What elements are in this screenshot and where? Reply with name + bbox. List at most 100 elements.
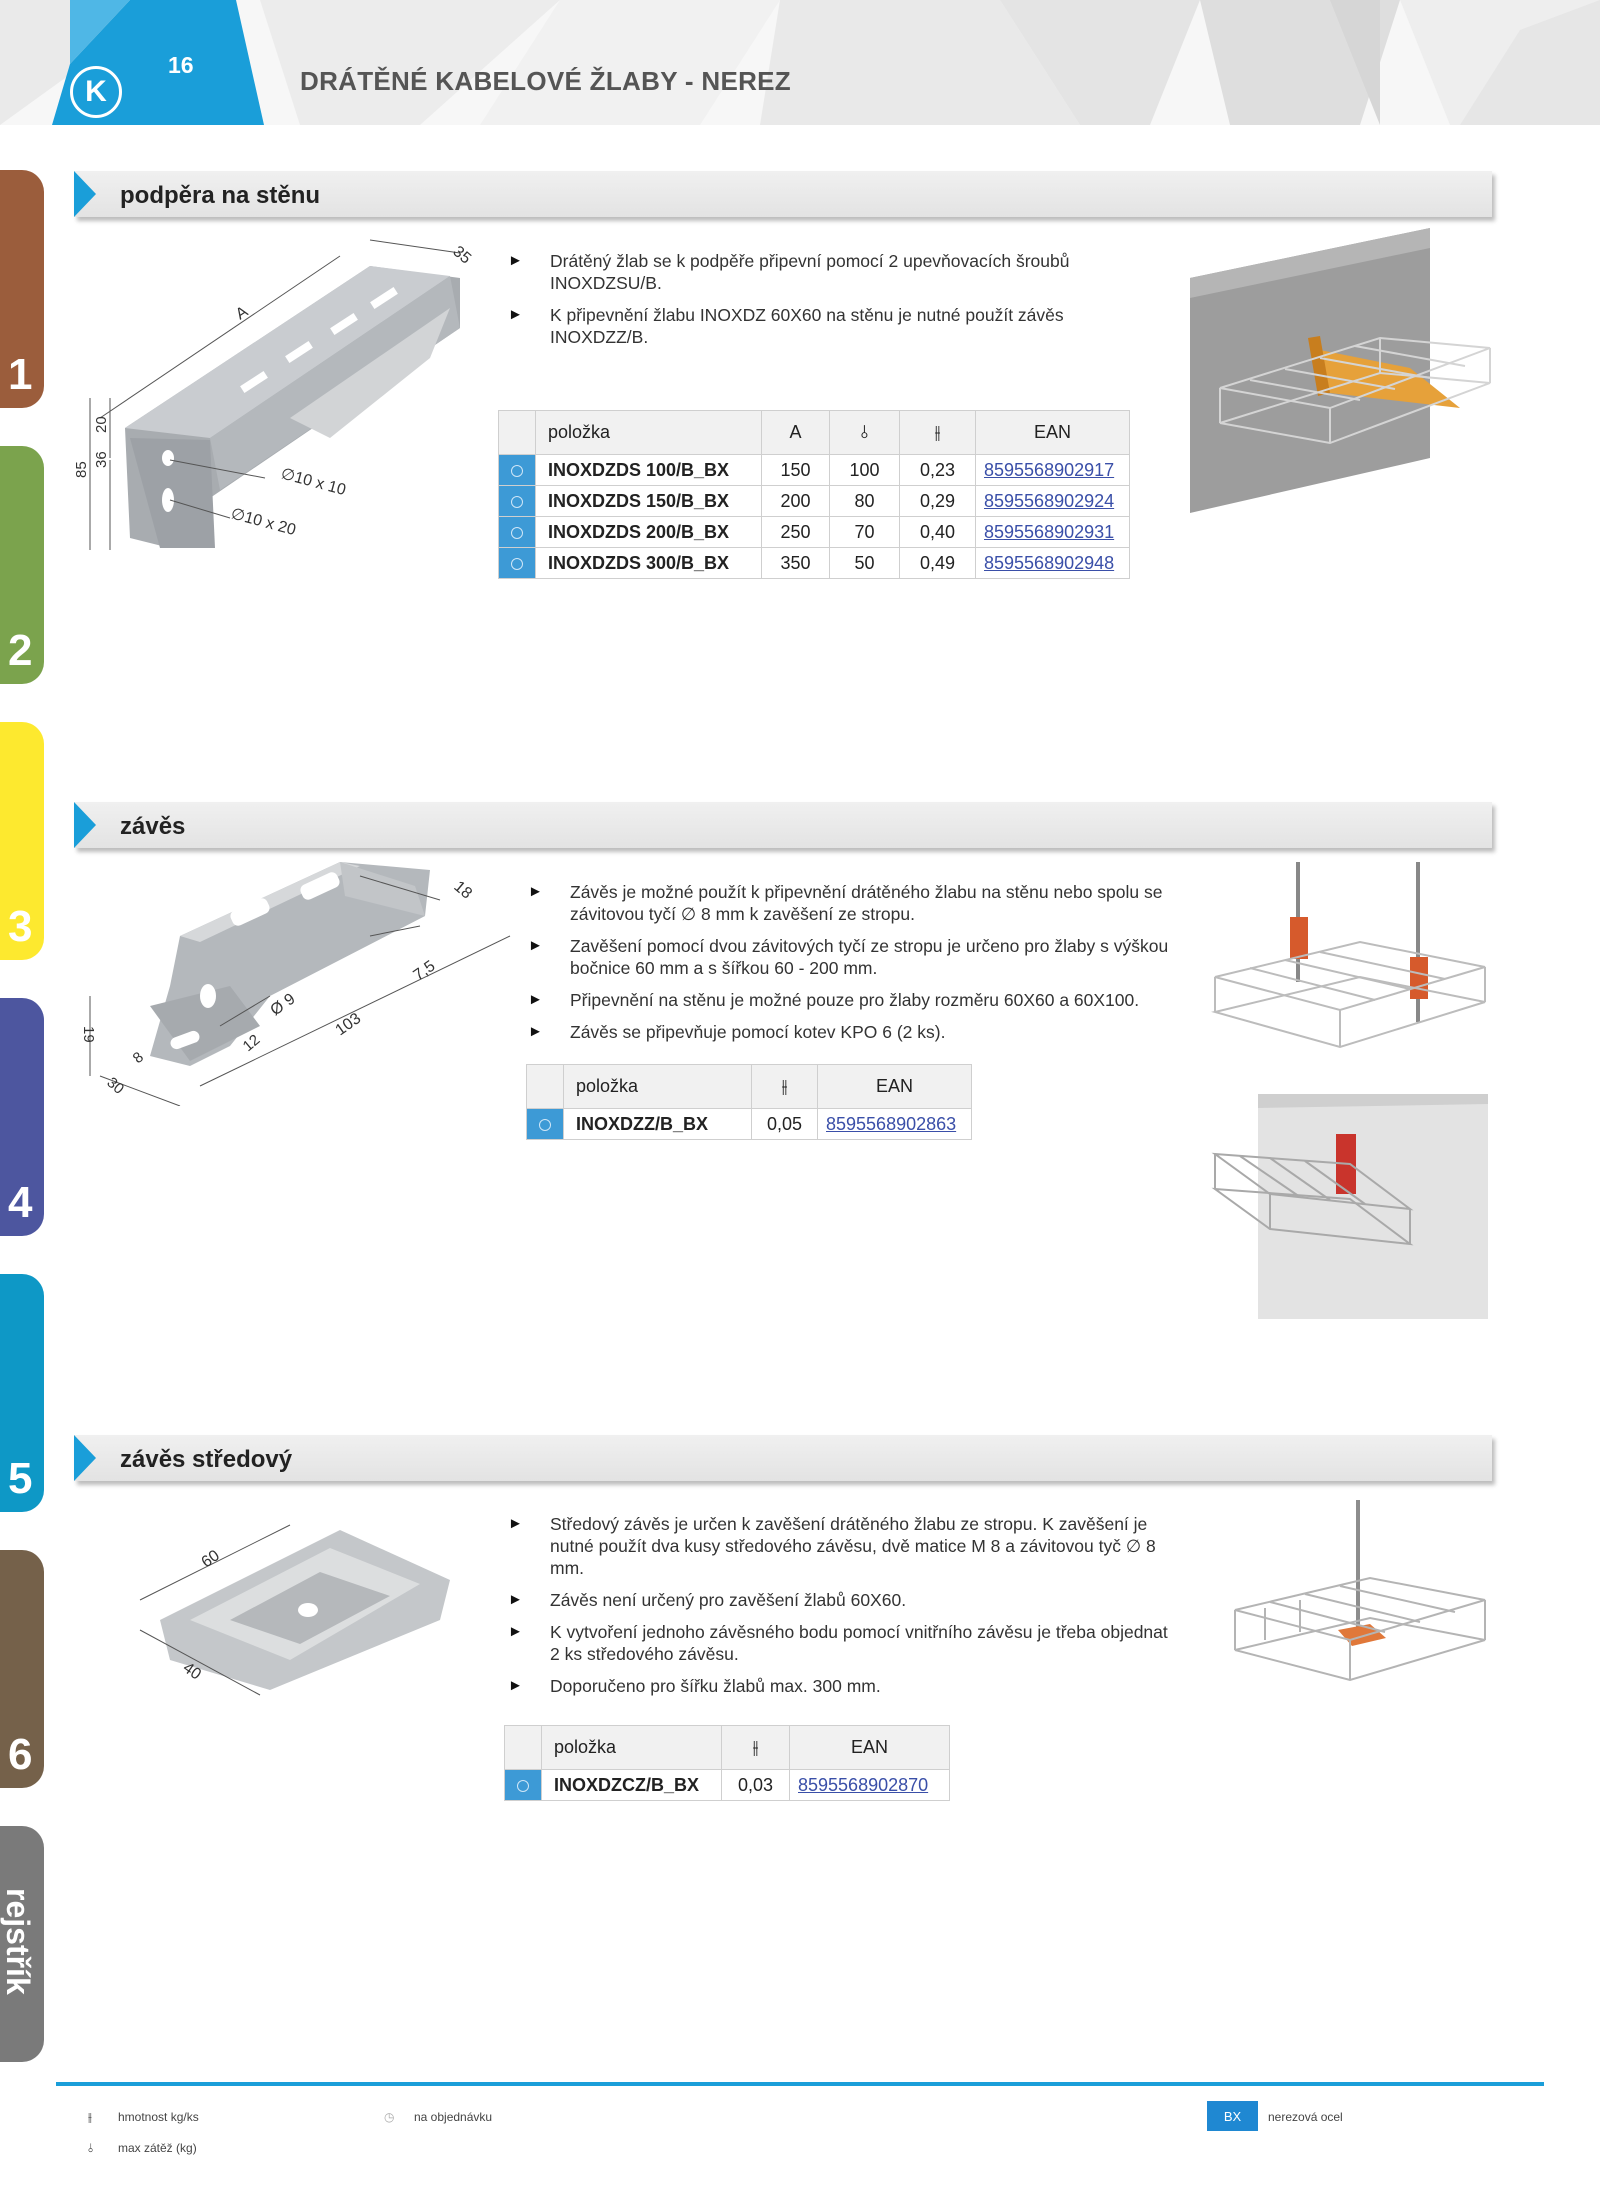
table-header-row: položka A ⫰ ⫲ EAN	[498, 410, 1130, 455]
tab-label: 5	[8, 1454, 33, 1503]
clock-icon	[517, 1779, 529, 1792]
page-title: DRÁTĚNÉ KABELOVÉ ŽLABY - NEREZ	[300, 66, 791, 96]
ean-link[interactable]: 8595568902931	[975, 516, 1130, 548]
section-header-wall-support: podpěra na stěnu	[74, 171, 1492, 217]
chapter-tab-index[interactable]: rejstřík	[0, 1826, 44, 2062]
chapter-tab-2[interactable]: 2	[0, 446, 44, 684]
ean-link[interactable]: 8595568902924	[975, 485, 1130, 517]
col-ean: EAN	[817, 1064, 972, 1109]
wall-support-bullets: Drátěný žlab se k podpěře připevní pomoc…	[508, 250, 1108, 358]
dim-35: 35	[449, 243, 474, 268]
cell-load: 100	[829, 454, 900, 486]
dim-8: 8	[130, 1049, 147, 1067]
bullet-item: Doporučeno pro šířku žlabů max. 300 mm.	[508, 1675, 1168, 1697]
clock-icon	[511, 495, 523, 508]
header-blank	[498, 410, 536, 455]
center-hanger-drawing: 60 40	[139, 1524, 450, 1696]
legend-weight-label: hmotnost kg/ks	[118, 2110, 199, 2124]
col-weight-icon: ⫲	[751, 1064, 818, 1109]
clock-icon	[511, 464, 523, 477]
chapter-tab-5[interactable]: 5	[0, 1274, 44, 1512]
bx-badge: BX	[1207, 2101, 1258, 2131]
tab-label: 1	[8, 350, 33, 399]
cell-load: 70	[829, 516, 900, 548]
table-header-row: položka ⫲ EAN	[504, 1725, 950, 1770]
section-arrow-icon	[74, 1435, 96, 1481]
cell-item: INOXDZDS 200/B_BX	[535, 516, 762, 548]
bullet-item: Drátěný žlab se k podpěře připevní pomoc…	[508, 250, 1108, 294]
bullet-item: Středový závěs je určen k zavěšení drátě…	[508, 1513, 1168, 1579]
hanger-table: položka ⫲ EAN INOXDZZ/B_BX 0,05 85955689…	[526, 1064, 972, 1140]
bullet-item: Závěs není určený pro zavěšení žlabů 60X…	[508, 1589, 1168, 1611]
tab-label: 2	[8, 626, 33, 675]
ean-link[interactable]: 8595568902917	[975, 454, 1130, 486]
cell-a: 200	[761, 485, 830, 517]
dim-19: 19	[80, 1026, 97, 1043]
col-weight-icon: ⫲	[899, 410, 976, 455]
cell-item: INOXDZCZ/B_BX	[541, 1769, 722, 1801]
bullet-item: Zavěšení pomocí dvou závitových tyčí ze …	[528, 935, 1188, 979]
load-icon: ⫰	[88, 2141, 94, 2155]
legend-load: ⫰ max zátěž (kg)	[88, 2141, 197, 2156]
dim-20: 20	[93, 416, 110, 433]
section-title: závěs	[120, 813, 186, 840]
col-load-icon: ⫰	[829, 410, 900, 455]
center-hanger-photo	[1234, 1500, 1486, 1682]
col-item: položka	[563, 1064, 752, 1109]
tab-label: 4	[8, 1178, 33, 1227]
hanger-bullets: Závěs je možné použít k připevnění drátě…	[528, 881, 1188, 1053]
ean-link[interactable]: 8595568902863	[817, 1108, 972, 1140]
table-row: INOXDZDS 100/B_BX 150 100 0,23 859556890…	[498, 454, 1130, 486]
cell-weight: 0,03	[721, 1769, 790, 1801]
chapter-tab-4[interactable]: 4	[0, 998, 44, 1236]
col-item: položka	[541, 1725, 722, 1770]
cell-weight: 0,23	[899, 454, 976, 486]
section-header-hanger: závěs	[74, 802, 1492, 848]
dim-hole-10x20: ∅10 x 20	[229, 505, 298, 539]
section-title: podpěra na stěnu	[120, 182, 321, 209]
wall-support-table: položka A ⫰ ⫲ EAN INOXDZDS 100/B_BX 150 …	[498, 410, 1130, 579]
cell-a: 350	[761, 547, 830, 579]
section-arrow-icon	[74, 802, 96, 848]
legend-order: ◷ na objednávku	[384, 2110, 492, 2124]
legend-order-label: na objednávku	[414, 2110, 493, 2124]
legend-bx-label: nerezová ocel	[1268, 2110, 1343, 2124]
cell-item: INOXDZZ/B_BX	[563, 1108, 752, 1140]
on-order-icon	[498, 485, 536, 517]
table-header-row: položka ⫲ EAN	[526, 1064, 972, 1109]
cell-load: 80	[829, 485, 900, 517]
chapter-tab-3[interactable]: 3	[0, 722, 44, 960]
col-weight-icon: ⫲	[721, 1725, 790, 1770]
clock-icon	[511, 557, 523, 570]
logo-letter: K	[85, 75, 107, 108]
cell-item: INOXDZDS 300/B_BX	[535, 547, 762, 579]
tab-label: 3	[8, 902, 33, 951]
dim-85: 85	[73, 461, 90, 478]
center-hanger-bullets: Středový závěs je určen k zavěšení drátě…	[508, 1513, 1168, 1707]
on-order-icon	[498, 454, 536, 486]
cell-item: INOXDZDS 150/B_BX	[535, 485, 762, 517]
chapter-tab-6[interactable]: 6	[0, 1550, 44, 1788]
wall-support-photo	[1190, 228, 1491, 513]
col-item: položka	[535, 410, 762, 455]
table-row: INOXDZDS 300/B_BX 350 50 0,49 8595568902…	[498, 547, 1130, 579]
ean-link[interactable]: 8595568902948	[975, 547, 1130, 579]
hanger-wall-photo	[1211, 1094, 1488, 1319]
cell-weight: 0,29	[899, 485, 976, 517]
cell-item: INOXDZDS 100/B_BX	[535, 454, 762, 486]
chapter-tab-1[interactable]: 1	[0, 170, 44, 408]
clock-icon	[511, 526, 523, 539]
section-header-center-hanger: závěs středový	[74, 1435, 1492, 1481]
dim-a: A	[233, 303, 251, 323]
legend-load-label: max zátěž (kg)	[118, 2141, 197, 2155]
cell-a: 250	[761, 516, 830, 548]
clock-icon	[539, 1118, 551, 1131]
dim-36: 36	[93, 451, 110, 468]
clock-icon: ◷	[384, 2110, 395, 2124]
ean-link[interactable]: 8595568902870	[789, 1769, 950, 1801]
section-title: závěs středový	[120, 1446, 293, 1473]
dim-12: 12	[240, 1031, 264, 1055]
hanger-ceiling-photo	[1211, 862, 1486, 1049]
header-blank	[526, 1064, 564, 1109]
hanger-drawing: 18 7,5 Ø 9 103 19 8 12 30	[80, 862, 511, 1106]
